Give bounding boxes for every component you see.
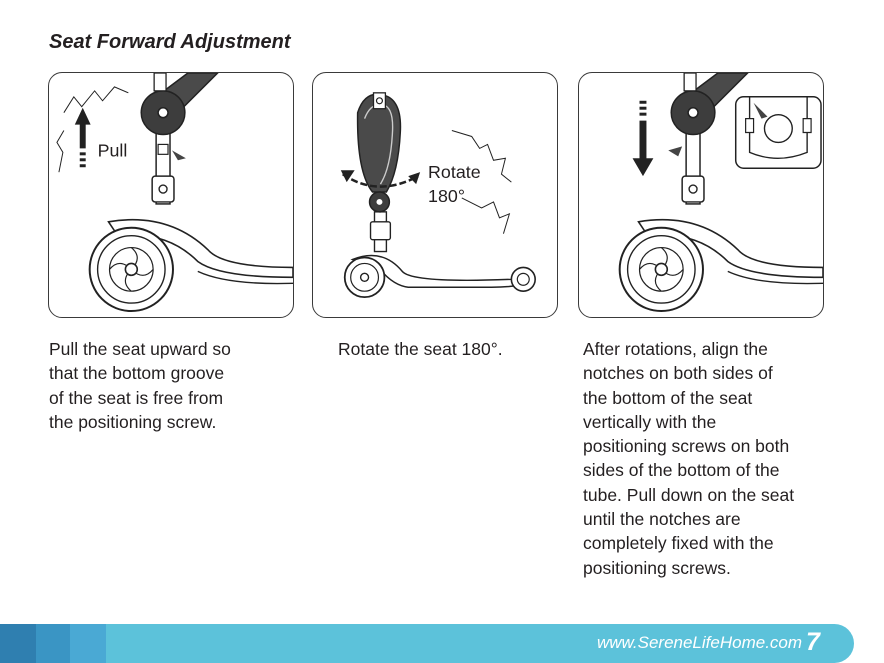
detail-inset — [734, 96, 822, 169]
pull-label: Pull — [98, 140, 128, 160]
caption-line: sides of the bottom of the — [583, 460, 780, 481]
scooter-seat-pull-diagram: Pull — [56, 73, 293, 313]
caption-line: tube. Pull down on the seat — [583, 484, 795, 505]
footer-block-dark — [0, 624, 36, 663]
scooter-seat-align-diagram — [618, 73, 823, 313]
rotate-label: Rotate — [428, 162, 481, 182]
caption-step-3: After rotations, align the notches on bo… — [583, 337, 843, 580]
caption-line: notches on both sides of — [583, 363, 773, 384]
caption-line: vertically with the — [583, 411, 717, 432]
caption-line: the positioning screw. — [49, 411, 217, 432]
caption-line: Rotate the seat 180°. — [338, 339, 503, 359]
rotate-arrow-icon — [340, 170, 421, 188]
illustration-pull-seat: Pull — [48, 72, 294, 318]
footer-bar — [106, 624, 854, 663]
caption-step-2: Rotate the seat 180°. — [338, 337, 568, 361]
caption-line: Pull the seat upward so — [49, 339, 231, 359]
footer-block-light — [70, 624, 106, 663]
footer-url[interactable]: www.SereneLifeHome.com — [597, 633, 803, 652]
front-wheel-icon — [343, 256, 386, 299]
caption-line: After rotations, align the — [583, 339, 768, 359]
down-arrow-icon — [632, 100, 654, 177]
page-title: Seat Forward Adjustment — [49, 31, 291, 53]
page-number: 7 — [806, 628, 820, 656]
caption-line: the bottom of the seat — [583, 387, 753, 408]
rear-wheel-icon — [510, 266, 536, 293]
motion-lines-icon — [63, 86, 129, 113]
motion-lines-icon — [451, 130, 512, 183]
caption-line: until the notches are — [583, 509, 741, 530]
up-arrow-icon — [74, 107, 91, 168]
rotate-degrees-label: 180° — [428, 186, 465, 206]
scooter-seat-rotate-diagram: Rotate 180° — [340, 92, 536, 299]
page-footer: www.SereneLifeHome.com 7 — [0, 624, 884, 663]
front-wheel-icon — [88, 226, 174, 313]
caption-line: completely fixed with the — [583, 533, 774, 554]
front-wheel-icon — [618, 226, 704, 313]
illustration-align-seat — [578, 72, 824, 318]
caption-line: of the seat is free from — [49, 387, 224, 408]
illustration-rotate-seat: Rotate 180° — [312, 72, 558, 318]
footer-block-mid — [36, 624, 70, 663]
caption-line: that the bottom groove — [49, 363, 225, 384]
caption-step-1: Pull the seat upward so that the bottom … — [49, 337, 299, 434]
caption-line: positioning screws on both — [583, 436, 790, 457]
caption-line: positioning screws. — [583, 557, 731, 578]
